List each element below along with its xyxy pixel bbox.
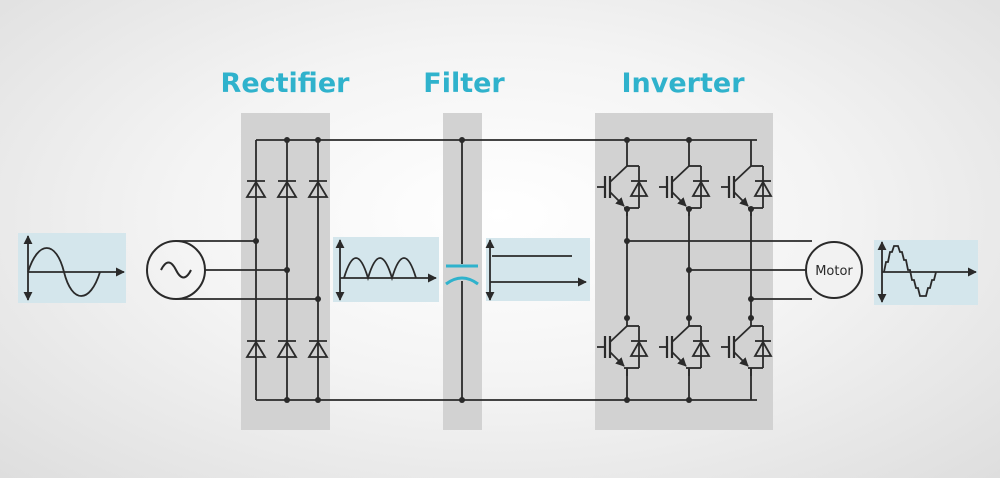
inverter-block [595,113,773,430]
filter-title: Filter [423,68,505,99]
ac-source-icon [146,240,206,300]
capacitor-icon [445,140,479,400]
output-waveform [874,240,978,305]
junction-dots [253,137,754,403]
motor-label: Motor [815,264,853,279]
rectifier-title: Rectifier [221,68,351,99]
motor-icon [805,241,863,299]
ac-input-waveform [18,233,126,303]
dc-bus-rails [256,139,757,401]
dc-output-waveform [485,238,590,301]
inverter-title: Inverter [621,68,745,99]
rectified-waveform [333,237,439,302]
ac-source-wires [176,240,318,300]
